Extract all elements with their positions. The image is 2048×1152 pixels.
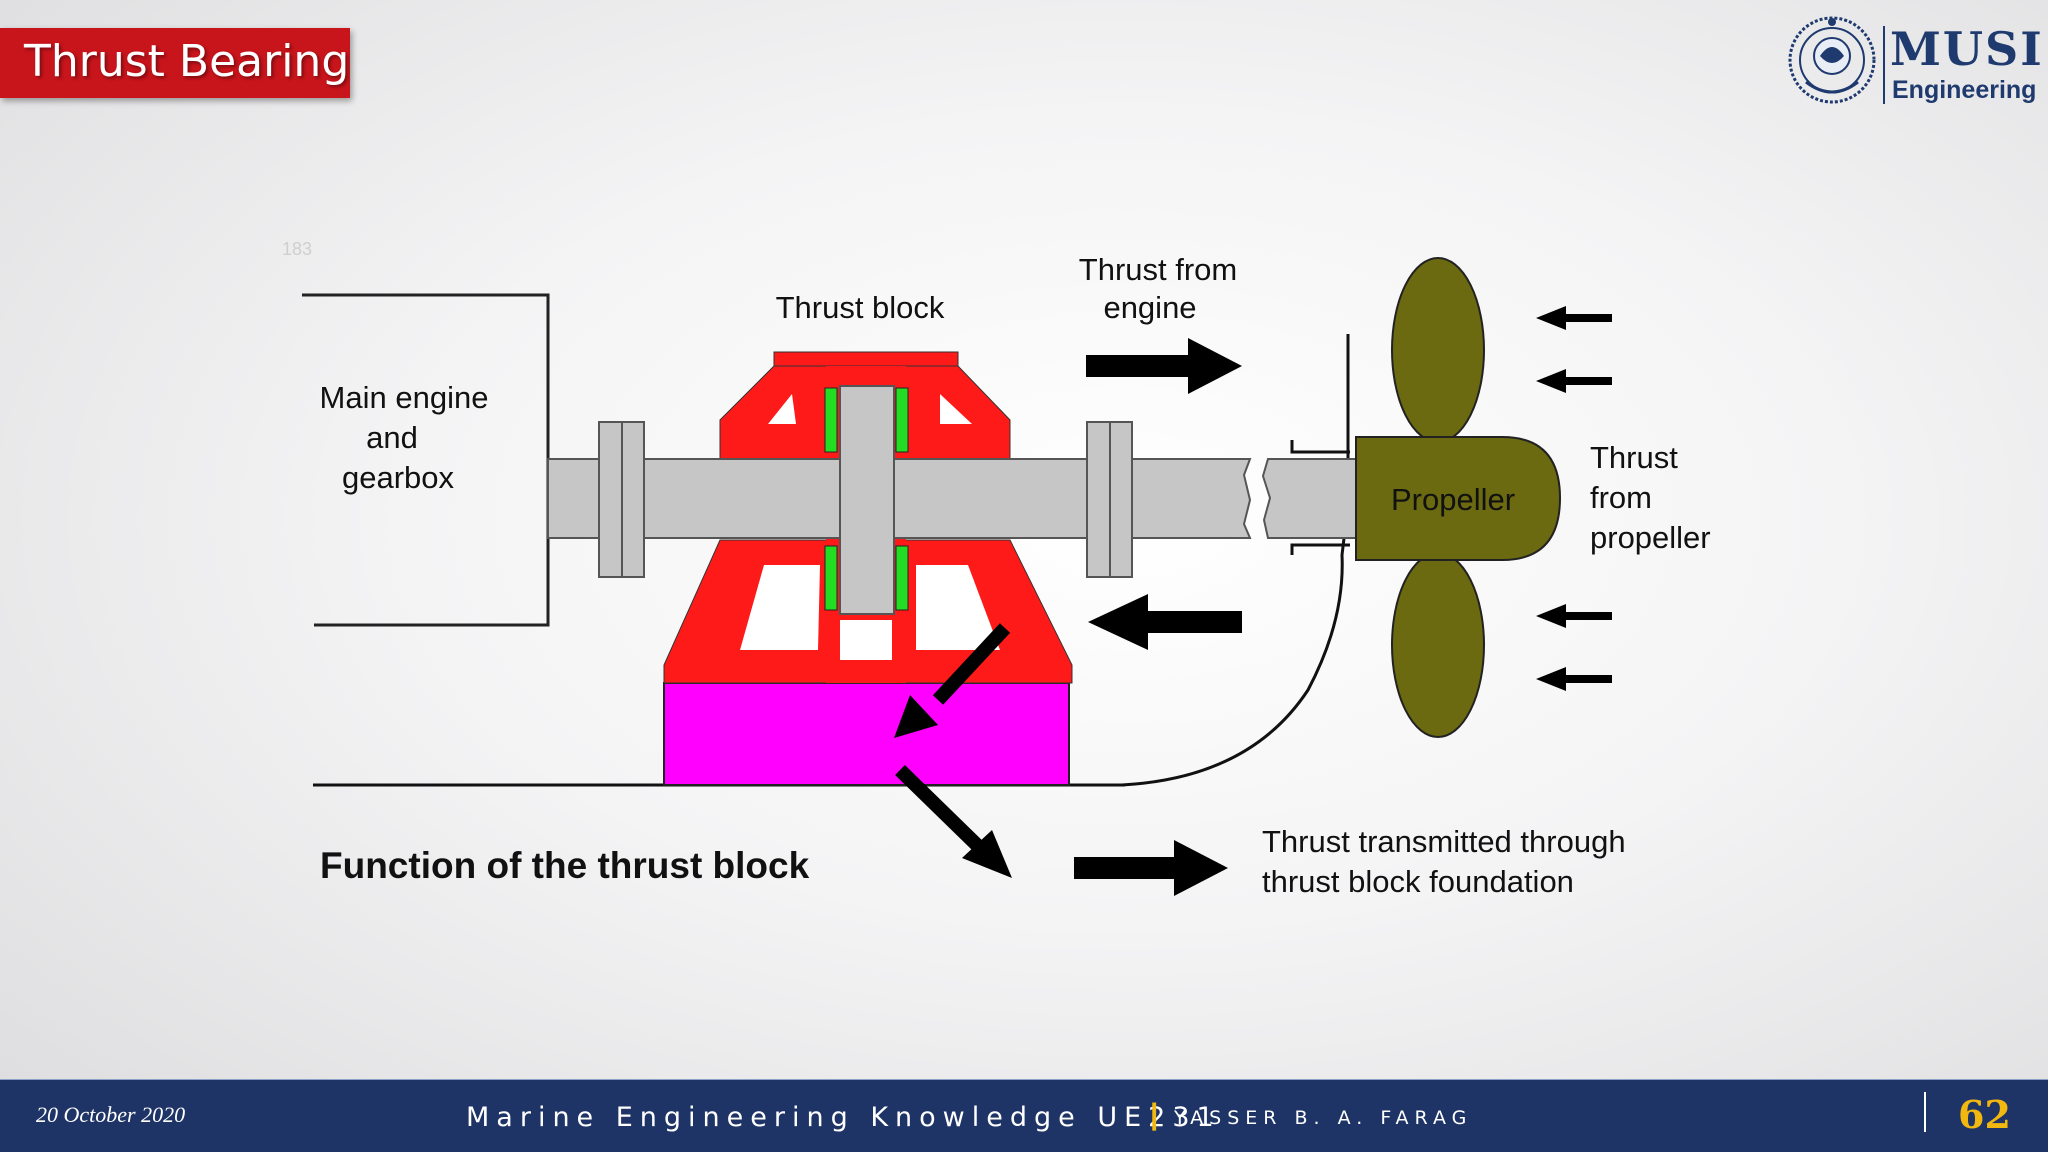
footer-date: 20 October 2020 <box>36 1102 186 1127</box>
shaft-stub <box>1261 458 1357 539</box>
thrust-from-propeller-label: Thrust <box>1590 440 1678 475</box>
thrust-block-label: Thrust block <box>776 290 945 325</box>
logo-subtitle: Engineering <box>1892 76 2037 104</box>
faint-mark: 183 <box>282 239 312 259</box>
thrust-from-propeller-label: from <box>1590 480 1652 515</box>
hull-curve <box>1121 334 1350 787</box>
shaft <box>547 458 1252 539</box>
slide-title-box: Thrust Bearing <box>0 28 350 98</box>
thrust-collar <box>839 385 895 615</box>
stern-seal <box>1290 543 1350 555</box>
footer-author: YASSER B. A. FARAG <box>1174 1107 1473 1129</box>
thrust-from-propeller-label: propeller <box>1590 520 1711 555</box>
thrust-transmitted-label: Thrust transmitted through <box>1262 824 1626 859</box>
propeller <box>1355 257 1562 738</box>
thrust-transmitted-label: thrust block foundation <box>1262 864 1574 899</box>
thrust-from-engine-label: Thrust from <box>1079 252 1237 287</box>
foundation <box>663 682 1070 786</box>
main-engine-label: and <box>366 420 418 455</box>
thrust-pad <box>895 387 909 453</box>
footer-divider <box>1924 1092 1926 1132</box>
footer: 20 October 2020 Marine Engineering Knowl… <box>0 1080 2048 1152</box>
thrust-pad <box>895 545 909 611</box>
main-engine-label: gearbox <box>342 460 455 495</box>
footer-course: Marine Engineering Knowledge UE231 <box>466 1102 1221 1133</box>
footer-separator: | <box>1150 1098 1159 1131</box>
logo-divider <box>1883 26 1885 104</box>
thrust-pad <box>824 387 838 453</box>
coupling-flange <box>598 421 624 578</box>
propeller-label: Propeller <box>1391 482 1515 517</box>
function-caption: Function of the thrust block <box>320 845 810 886</box>
thrust-arrows <box>894 306 1612 896</box>
page-number: 62 <box>1958 1092 2011 1137</box>
coupling-flange <box>1109 421 1133 578</box>
coupling-flange <box>1086 421 1112 578</box>
thrust-block-diagram: 183 <box>282 239 1711 899</box>
stern-seal <box>1290 440 1350 454</box>
slide-title: Thrust Bearing <box>24 36 350 87</box>
musi-logo: MUSI Engineering <box>1782 12 2042 112</box>
thrust-pad <box>824 545 838 611</box>
logo-name: MUSI <box>1890 22 2044 76</box>
thrust-from-engine-label: engine <box>1103 290 1196 325</box>
main-engine-label: Main engine <box>320 380 489 415</box>
university-seal-icon <box>1788 16 1876 104</box>
coupling-flange <box>621 421 645 578</box>
